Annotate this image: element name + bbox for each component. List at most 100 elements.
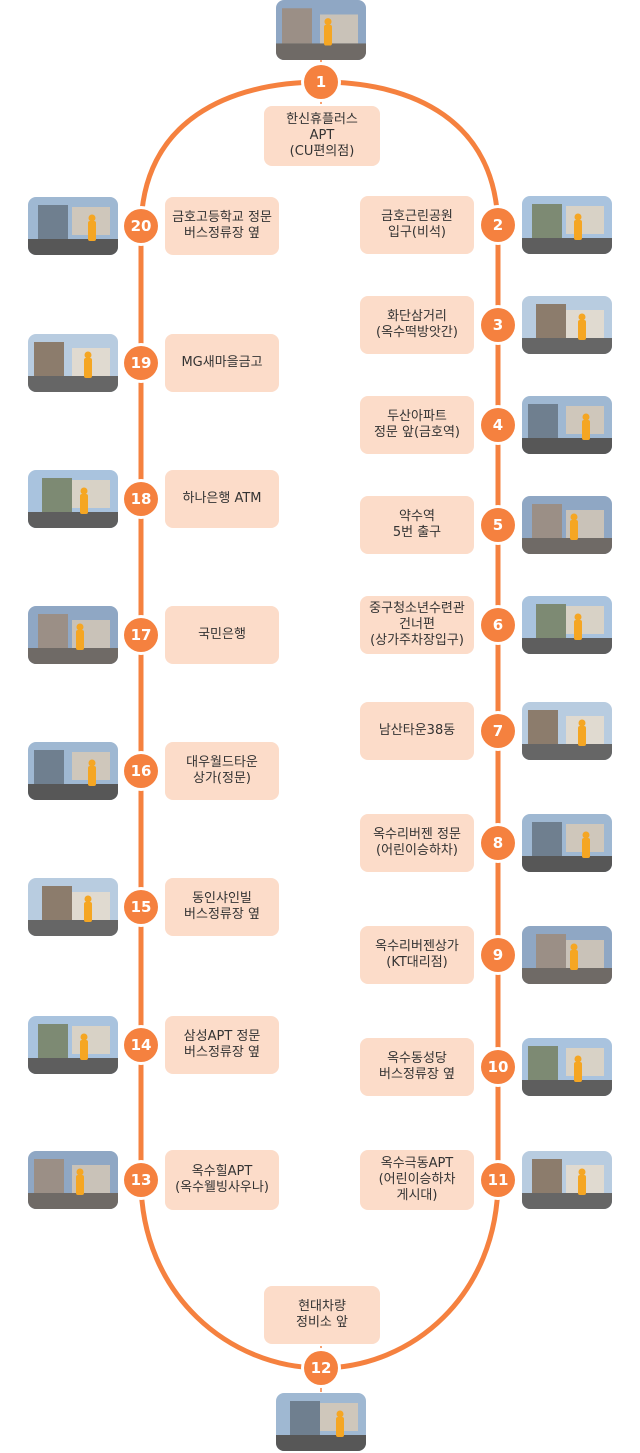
stop-label-7: 남산타운38동 bbox=[360, 702, 474, 760]
photo-road bbox=[522, 638, 612, 654]
photo-building bbox=[532, 822, 562, 856]
stop-badge-4: 4 bbox=[481, 408, 515, 442]
street-photo-image bbox=[522, 814, 612, 872]
photo-road bbox=[522, 856, 612, 872]
photo-road bbox=[28, 784, 118, 800]
photo-road bbox=[276, 1435, 366, 1451]
person-marker-icon bbox=[80, 494, 88, 514]
photo-building bbox=[528, 710, 558, 744]
stop-badge-5: 5 bbox=[481, 508, 515, 542]
street-photo-image bbox=[522, 1151, 612, 1209]
stop-label-17: 국민은행 bbox=[165, 606, 279, 664]
stop-photo-19 bbox=[28, 334, 118, 392]
person-marker-icon bbox=[80, 1033, 88, 1041]
photo-building bbox=[72, 480, 110, 508]
stop-badge-7: 7 bbox=[481, 714, 515, 748]
person-marker-icon bbox=[80, 1040, 88, 1060]
person-marker-icon bbox=[76, 1168, 84, 1176]
street-photo-image bbox=[522, 702, 612, 760]
person-marker-icon bbox=[76, 630, 84, 650]
person-marker-icon bbox=[578, 313, 586, 321]
photo-building bbox=[566, 1048, 604, 1076]
photo-road bbox=[28, 920, 118, 936]
stop-label-8: 옥수리버젠 정문 (어린이승하차) bbox=[360, 814, 474, 872]
photo-road bbox=[28, 376, 118, 392]
street-photo-image bbox=[522, 496, 612, 554]
stop-badge-20: 20 bbox=[124, 209, 158, 243]
person-marker-icon bbox=[574, 213, 582, 221]
street-photo-image bbox=[28, 1016, 118, 1074]
street-photo-image bbox=[522, 396, 612, 454]
person-marker-icon bbox=[336, 1417, 344, 1437]
stop-label-1: 한신휴플러스 APT (CU편의점) bbox=[264, 106, 380, 166]
photo-building bbox=[532, 204, 562, 238]
photo-road bbox=[522, 744, 612, 760]
street-photo-image bbox=[522, 596, 612, 654]
person-marker-icon bbox=[324, 18, 332, 26]
photo-building bbox=[282, 8, 312, 44]
street-photo-image bbox=[28, 606, 118, 664]
photo-building bbox=[290, 1401, 320, 1435]
stop-photo-15 bbox=[28, 878, 118, 936]
stop-label-15: 동인샤인빌 버스정류장 옆 bbox=[165, 878, 279, 936]
photo-road bbox=[28, 1058, 118, 1074]
person-marker-icon bbox=[570, 520, 578, 540]
street-photo-image bbox=[522, 196, 612, 254]
stop-badge-12: 12 bbox=[304, 1351, 338, 1385]
stop-photo-6 bbox=[522, 596, 612, 654]
stop-photo-1 bbox=[276, 0, 366, 60]
photo-building bbox=[536, 604, 566, 638]
stop-photo-18 bbox=[28, 470, 118, 528]
stop-badge-3: 3 bbox=[481, 308, 515, 342]
stop-photo-11 bbox=[522, 1151, 612, 1209]
person-marker-icon bbox=[574, 613, 582, 621]
stop-photo-5 bbox=[522, 496, 612, 554]
person-marker-icon bbox=[88, 221, 96, 241]
stop-label-10: 옥수동성당 버스정류장 옆 bbox=[360, 1038, 474, 1096]
person-marker-icon bbox=[578, 1175, 586, 1195]
stop-photo-2 bbox=[522, 196, 612, 254]
stop-badge-11: 11 bbox=[481, 1163, 515, 1197]
stop-badge-14: 14 bbox=[124, 1028, 158, 1062]
photo-building bbox=[38, 614, 68, 648]
photo-building bbox=[38, 1024, 68, 1058]
street-photo-image bbox=[28, 742, 118, 800]
photo-building bbox=[38, 205, 68, 239]
person-marker-icon bbox=[574, 1062, 582, 1082]
street-photo-image bbox=[522, 296, 612, 354]
person-marker-icon bbox=[88, 214, 96, 222]
person-marker-icon bbox=[574, 220, 582, 240]
person-marker-icon bbox=[582, 420, 590, 440]
person-marker-icon bbox=[570, 943, 578, 951]
person-marker-icon bbox=[574, 620, 582, 640]
person-marker-icon bbox=[578, 719, 586, 727]
person-marker-icon bbox=[582, 413, 590, 421]
person-marker-icon bbox=[84, 351, 92, 359]
photo-road bbox=[276, 43, 366, 60]
person-marker-icon bbox=[76, 1175, 84, 1195]
stop-badge-10: 10 bbox=[481, 1050, 515, 1084]
photo-building bbox=[528, 404, 558, 438]
person-marker-icon bbox=[84, 902, 92, 922]
photo-road bbox=[28, 512, 118, 528]
stop-label-4: 두산아파트 정문 앞(금호역) bbox=[360, 396, 474, 454]
street-photo-image bbox=[28, 878, 118, 936]
street-photo-image bbox=[276, 0, 366, 60]
stop-label-12: 현대차량 정비소 앞 bbox=[264, 1286, 380, 1344]
person-marker-icon bbox=[76, 623, 84, 631]
photo-road bbox=[522, 1080, 612, 1096]
stop-badge-8: 8 bbox=[481, 826, 515, 860]
photo-road bbox=[522, 238, 612, 254]
person-marker-icon bbox=[574, 1055, 582, 1063]
photo-building bbox=[34, 1159, 64, 1193]
stop-label-2: 금호근린공원 입구(비석) bbox=[360, 196, 474, 254]
photo-building bbox=[536, 934, 566, 968]
stop-label-16: 대우월드타운 상가(정문) bbox=[165, 742, 279, 800]
photo-road bbox=[28, 648, 118, 664]
person-marker-icon bbox=[84, 358, 92, 378]
person-marker-icon bbox=[578, 320, 586, 340]
photo-building bbox=[532, 1159, 562, 1193]
stop-label-20: 금호고등학교 정문 버스정류장 옆 bbox=[165, 197, 279, 255]
stop-photo-12 bbox=[276, 1393, 366, 1451]
person-marker-icon bbox=[88, 759, 96, 767]
